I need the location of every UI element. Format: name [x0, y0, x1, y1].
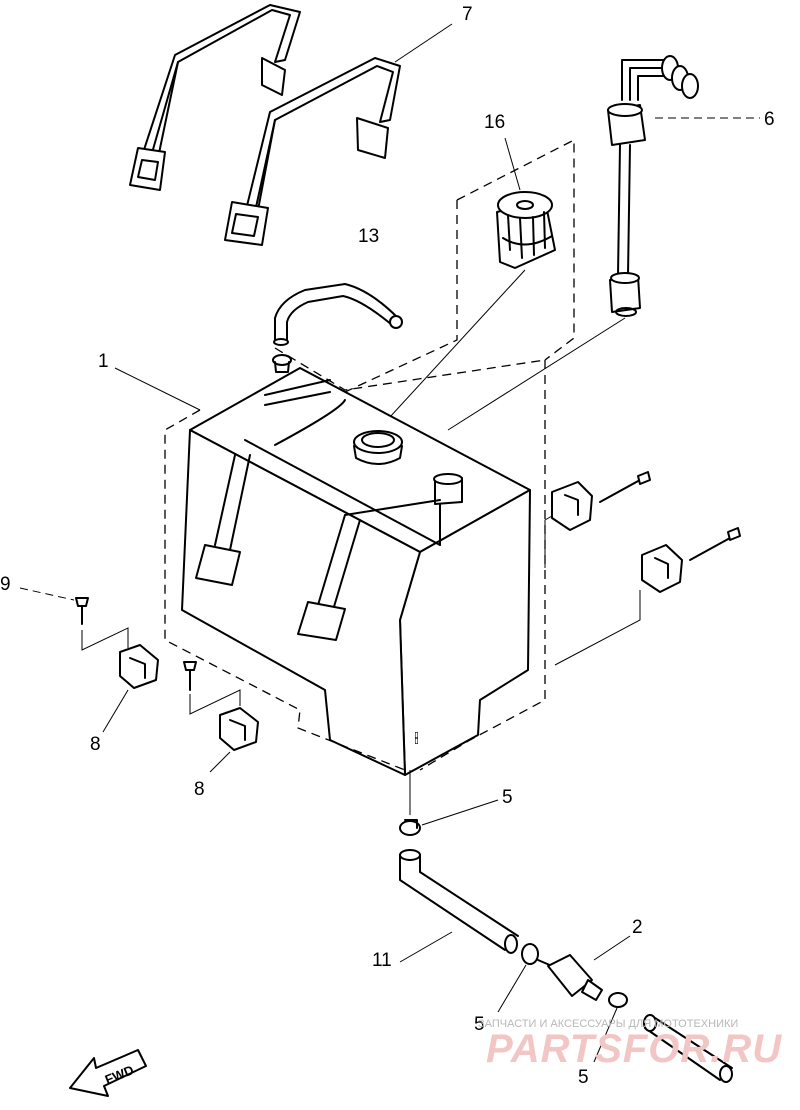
- callout-5c: 5: [578, 1067, 589, 1088]
- leader-11: [399, 931, 453, 963]
- bracket-lower-link: [554, 590, 641, 666]
- fuel-filter: [537, 954, 603, 1001]
- tank-embossed-mark: ▭▭: [412, 732, 423, 744]
- callout-5a: 5: [502, 787, 513, 808]
- watermark-brand: PARTSFOR.RU: [486, 1027, 782, 1071]
- watermark-tagline: ЗАПЧАСТИ И АКСЕССУАРЫ ДЛЯ МОТОТЕХНИКИ: [478, 1018, 738, 1030]
- bracket-left-upper-link: [81, 627, 129, 651]
- leader-8b: [209, 751, 231, 773]
- leader-2: [593, 935, 631, 961]
- leader-1: [114, 367, 201, 411]
- fuel-hose: [399, 849, 519, 954]
- leader-9: [19, 587, 75, 601]
- callout-16: 16: [484, 112, 505, 133]
- fuel-sender: [607, 55, 699, 317]
- bracket-left-upper: [119, 644, 159, 689]
- bracket-right-upper: [551, 471, 651, 531]
- group-13-outline: [456, 138, 575, 361]
- leader-7: [394, 23, 453, 63]
- callout-5b: 5: [474, 1014, 485, 1035]
- callout-8b: 8: [194, 779, 205, 800]
- group-1-outline: [164, 409, 406, 771]
- callout-7: 7: [462, 4, 473, 25]
- screw-left-upper: [75, 597, 89, 625]
- callout-8a: 8: [90, 734, 101, 755]
- callout-9: 9: [0, 574, 11, 595]
- callout-11: 11: [372, 950, 392, 971]
- outlet-hose: [643, 1014, 733, 1083]
- leader-8a: [102, 689, 129, 733]
- fwd-arrow-icon: FWD: [69, 1049, 147, 1097]
- vent-group-outline: [274, 347, 546, 391]
- bracket-upper-link: [544, 515, 553, 568]
- leader-5a: [421, 799, 499, 826]
- callout-1: 1: [98, 351, 109, 372]
- leader-16: [504, 137, 521, 191]
- strap-front: [224, 57, 401, 246]
- clamp-upper: [399, 819, 421, 836]
- bracket-right-lower: [641, 527, 741, 593]
- bracket-left-lower: [219, 707, 259, 751]
- screw-left-lower: [183, 661, 197, 691]
- leader-16-to-neck: [377, 269, 526, 431]
- vent-hose: [272, 283, 403, 401]
- leader-5b: [497, 964, 527, 1013]
- strap-rear: [129, 4, 301, 191]
- leader-5c: [593, 1007, 618, 1063]
- clamp-lower: [608, 992, 628, 1008]
- fuel-tank: ▭▭: [181, 367, 531, 776]
- callout-13: 13: [358, 226, 379, 247]
- leader-6-to-port: [447, 317, 626, 431]
- filler-cap: [496, 191, 556, 269]
- callout-6: 6: [764, 109, 775, 130]
- clamp-middle: [521, 943, 539, 965]
- group-13-outline-lower: [344, 200, 458, 393]
- callout-2: 2: [632, 917, 643, 938]
- bracket-left-lower-link: [189, 689, 241, 715]
